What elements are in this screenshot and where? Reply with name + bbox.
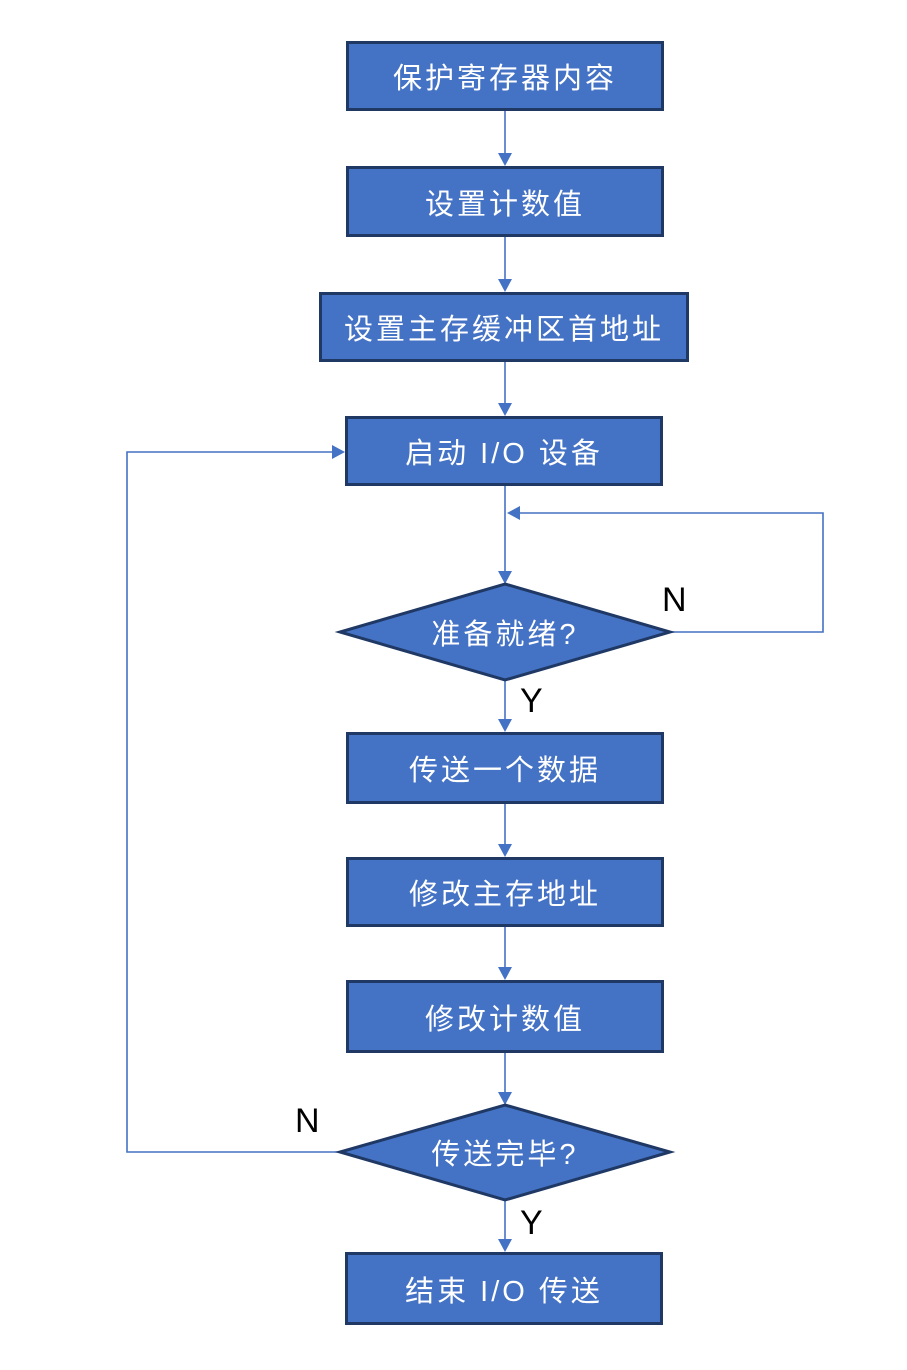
edge-label-done-no: N [295, 1102, 320, 1140]
arrowhead-down [498, 403, 512, 416]
arrowhead-down [498, 1239, 512, 1252]
arrowhead-down [498, 844, 512, 857]
arrowhead-down [498, 967, 512, 980]
arrowhead-left [507, 506, 520, 520]
node-end-io: 结束 I/O 传送 [345, 1252, 663, 1325]
arrowheads [332, 153, 520, 1252]
decision-diamonds [334, 582, 676, 1202]
arrowhead-down [498, 719, 512, 732]
node-protect-registers: 保护寄存器内容 [346, 41, 664, 111]
arrowhead-down [498, 279, 512, 292]
edge-done-no-loop [126, 451, 340, 1153]
node-set-buffer-address: 设置主存缓冲区首地址 [319, 292, 689, 362]
arrowhead-down [498, 153, 512, 166]
connector-lines [126, 110, 824, 1241]
node-modify-count: 修改计数值 [346, 980, 664, 1053]
edge-label-done-yes: Y [520, 1204, 543, 1242]
arrowhead-down [498, 1092, 512, 1105]
edge-label-ready-no: N [662, 581, 687, 619]
node-modify-address: 修改主存地址 [346, 857, 664, 927]
edge-ready-no-loop [519, 512, 824, 633]
node-start-io: 启动 I/O 设备 [345, 416, 663, 486]
node-set-count: 设置计数值 [346, 166, 664, 237]
arrowhead-right [332, 445, 345, 459]
node-ready-check-shape [334, 582, 676, 682]
node-done-check-shape [334, 1103, 676, 1202]
edge-label-ready-yes: Y [520, 682, 543, 720]
node-transfer-data: 传送一个数据 [346, 732, 664, 804]
arrowhead-down [498, 571, 512, 584]
